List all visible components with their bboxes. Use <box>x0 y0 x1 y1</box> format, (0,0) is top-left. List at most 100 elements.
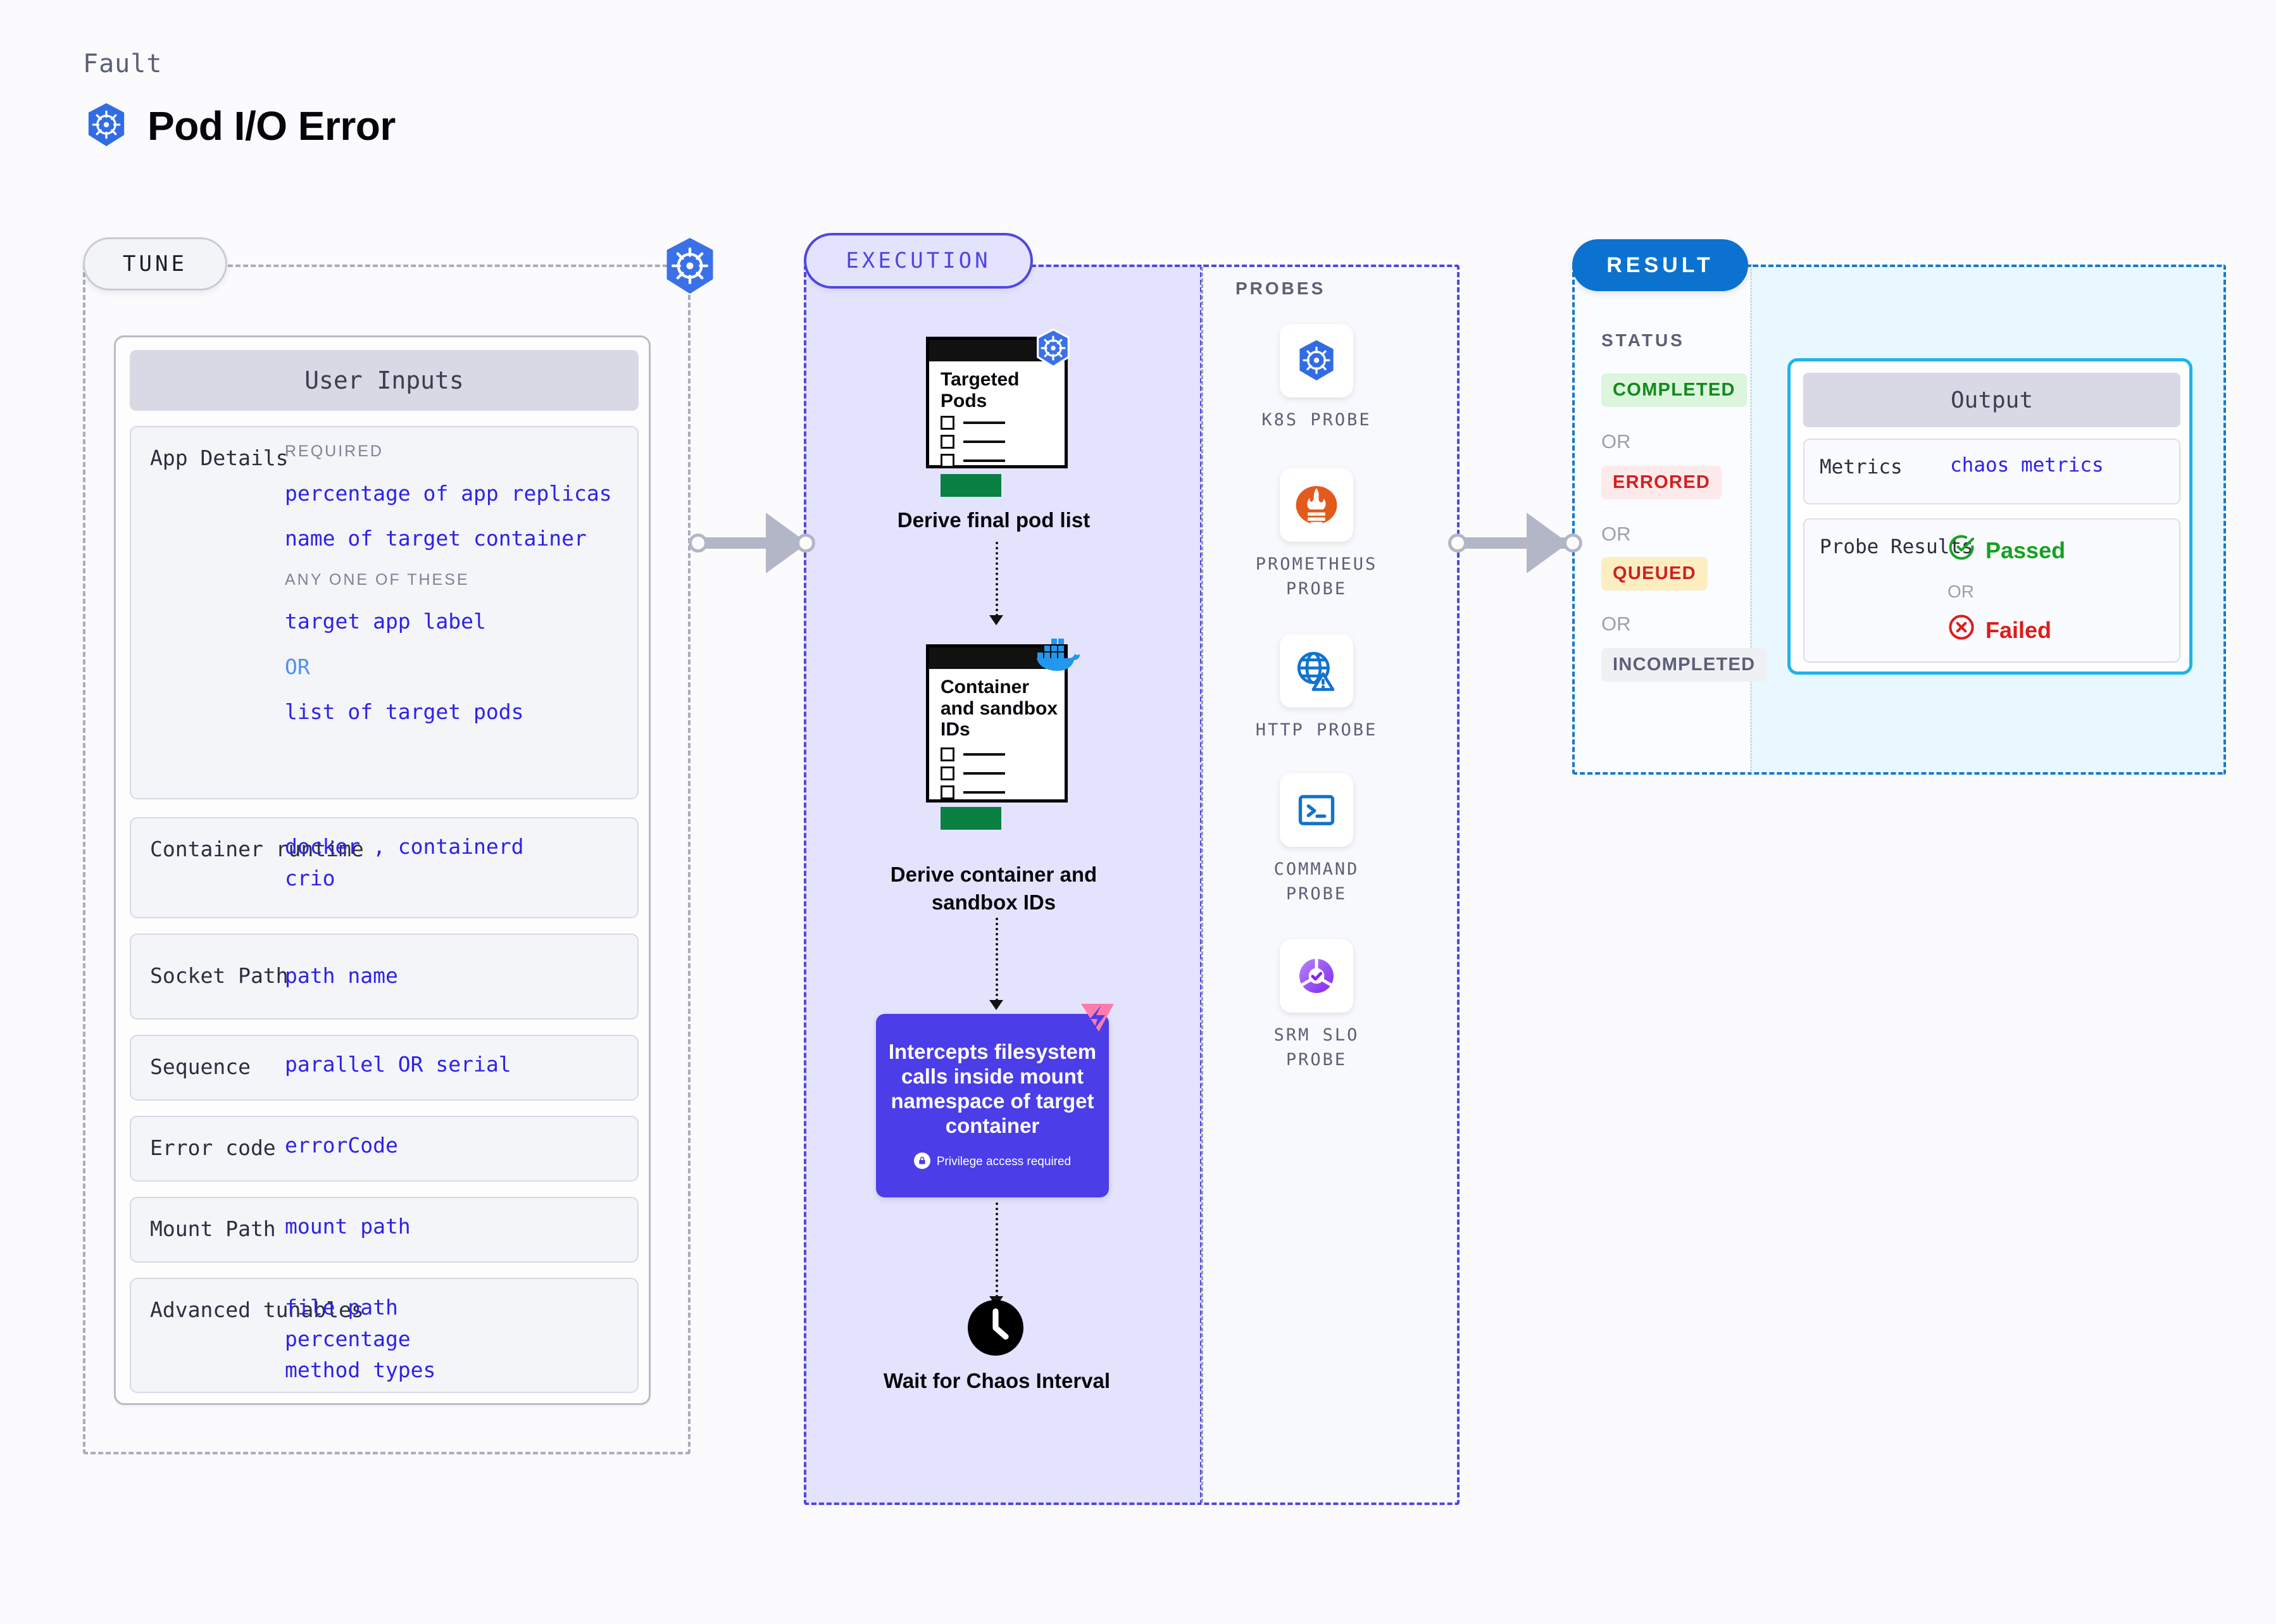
connector-endpoint <box>1448 534 1467 553</box>
privilege-note-text: Privilege access required <box>936 1154 1072 1168</box>
input-values: path name <box>285 960 627 992</box>
status-badge-queued: QUEUED <box>1601 557 1708 590</box>
targeted-pods-document: Targeted Pods <box>926 337 1068 497</box>
probe-label: SRM SLO PROBE <box>1273 1025 1360 1070</box>
status-badge-incompleted: INCOMPLETED <box>1601 648 1767 682</box>
output-row-probe-results[interactable]: Probe Results Passed OR Failed <box>1803 518 2180 663</box>
checkbox-icon <box>941 435 954 449</box>
fault-action-text: Intercepts filesystem calls inside mount… <box>888 1040 1097 1137</box>
input-label: App Details <box>150 446 289 470</box>
text-line <box>963 753 1005 756</box>
text-line <box>963 459 1005 462</box>
text-line <box>963 422 1005 424</box>
connector-endpoint <box>796 534 815 553</box>
stage-pill-tune[interactable]: TUNE <box>83 237 227 290</box>
probe-result-label: Passed <box>1985 537 2066 563</box>
output-card: Output Metrics chaos metrics Probe Resul… <box>1787 358 2192 675</box>
clock-icon <box>965 1297 1026 1361</box>
input-values: errorCode <box>285 1130 627 1161</box>
node-caption: Derive container and sandbox IDs <box>890 863 1097 914</box>
input-row-socket-path[interactable]: Socket Path path name <box>130 934 639 1020</box>
probe-command[interactable]: COMMAND PROBE <box>1241 773 1392 906</box>
progress-bar <box>941 474 1001 497</box>
input-values: parallel OR serial <box>285 1049 627 1080</box>
input-row-sequence[interactable]: Sequence parallel OR serial <box>130 1035 639 1101</box>
check-circle-icon <box>1948 534 1975 567</box>
privilege-note: Privilege access required <box>913 1152 1072 1171</box>
input-label: Mount Path <box>150 1216 276 1241</box>
input-value: file path <box>285 1295 398 1320</box>
checkbox-icon <box>941 454 954 468</box>
kubernetes-icon <box>83 101 130 151</box>
or-separator: OR <box>1601 613 1631 635</box>
input-label: Advanced tunables <box>150 1297 364 1322</box>
prometheus-icon <box>1280 468 1353 542</box>
node-caption: Wait for Chaos Interval <box>883 1369 1111 1392</box>
status-badge-completed: COMPLETED <box>1601 373 1747 407</box>
input-label: Sequence <box>150 1054 251 1079</box>
flow-arrowhead <box>989 1000 1003 1010</box>
stage-pill-execution[interactable]: EXECUTION <box>804 233 1033 289</box>
input-value: parallel OR serial <box>285 1052 511 1077</box>
probe-k8s[interactable]: K8S PROBE <box>1241 324 1392 432</box>
probe-http[interactable]: HTTP PROBE <box>1241 634 1392 742</box>
connector-arrowhead <box>1527 513 1568 573</box>
connector-endpoint <box>1563 534 1582 553</box>
input-value: list of target pods <box>285 699 524 724</box>
probe-result-label: Failed <box>1985 616 2052 643</box>
text-line <box>963 791 1005 794</box>
stage-pill-result[interactable]: RESULT <box>1572 239 1748 291</box>
fault-title-row: Pod I/O Error <box>83 101 396 151</box>
input-row-container-runtime[interactable]: Container runtime docker , containerd cr… <box>130 817 639 918</box>
input-value: percentage of app replicas <box>285 480 612 506</box>
kubernetes-icon <box>1033 328 1073 371</box>
execution-panel <box>804 265 1203 1505</box>
input-value: percentage <box>285 1326 411 1351</box>
checkbox-icon <box>941 766 954 780</box>
input-row-app-details[interactable]: App Details REQUIRED percentage of app r… <box>130 426 639 799</box>
input-value: method types <box>285 1358 436 1382</box>
fault-action-block: Intercepts filesystem calls inside mount… <box>876 1014 1109 1197</box>
probe-prometheus[interactable]: PROMETHEUS PROBE <box>1241 468 1392 601</box>
tune-panel <box>83 265 691 1454</box>
flow-arrowhead <box>989 615 1003 625</box>
probes-divider <box>1201 267 1203 1502</box>
lock-icon <box>913 1152 930 1171</box>
input-values: file path percentage method types <box>285 1292 627 1386</box>
input-values: mount path <box>285 1211 627 1242</box>
node-caption: Derive final pod list <box>897 508 1091 532</box>
checkbox-icon <box>941 416 954 430</box>
probe-result-failed: Failed <box>1948 613 2051 647</box>
input-value: crio <box>285 865 335 890</box>
probe-srm-slo[interactable]: SRM SLO PROBE <box>1241 939 1392 1072</box>
globe-warning-icon <box>1280 634 1353 708</box>
input-value: docker , containerd <box>285 834 524 859</box>
input-value: mount path <box>285 1214 411 1239</box>
flow-connector <box>996 918 1001 1001</box>
checkbox-icon <box>941 747 954 761</box>
output-row-metrics[interactable]: Metrics chaos metrics <box>1803 439 2180 504</box>
input-label: Container runtime <box>150 837 364 861</box>
document-title: Container and sandbox IDs <box>941 677 1058 740</box>
input-value: name of target container <box>285 526 587 551</box>
group-heading-required: REQUIRED <box>285 442 384 460</box>
output-label: Probe Results <box>1820 535 1973 558</box>
input-value: errorCode <box>285 1133 398 1158</box>
or-separator: OR <box>285 654 310 679</box>
input-row-advanced-tunables[interactable]: Advanced tunables file path percentage m… <box>130 1278 639 1393</box>
text-line <box>963 440 1005 443</box>
kubernetes-icon <box>1280 324 1353 397</box>
terminal-icon <box>1280 773 1353 847</box>
probe-label: COMMAND PROBE <box>1273 859 1360 904</box>
litmus-icon <box>1080 1003 1115 1035</box>
input-values: docker , containerd crio <box>285 831 627 894</box>
probe-label: HTTP PROBE <box>1255 720 1378 740</box>
input-row-error-code[interactable]: Error code errorCode <box>130 1116 639 1182</box>
input-label: Error code <box>150 1135 276 1160</box>
input-values: REQUIRED percentage of app replicas name… <box>285 440 627 728</box>
input-row-mount-path[interactable]: Mount Path mount path <box>130 1197 639 1263</box>
group-heading-any-one: ANY ONE OF THESE <box>285 570 470 589</box>
user-inputs-title: User Inputs <box>130 350 639 411</box>
output-label: Metrics <box>1820 456 1903 478</box>
input-value: path name <box>285 963 398 988</box>
